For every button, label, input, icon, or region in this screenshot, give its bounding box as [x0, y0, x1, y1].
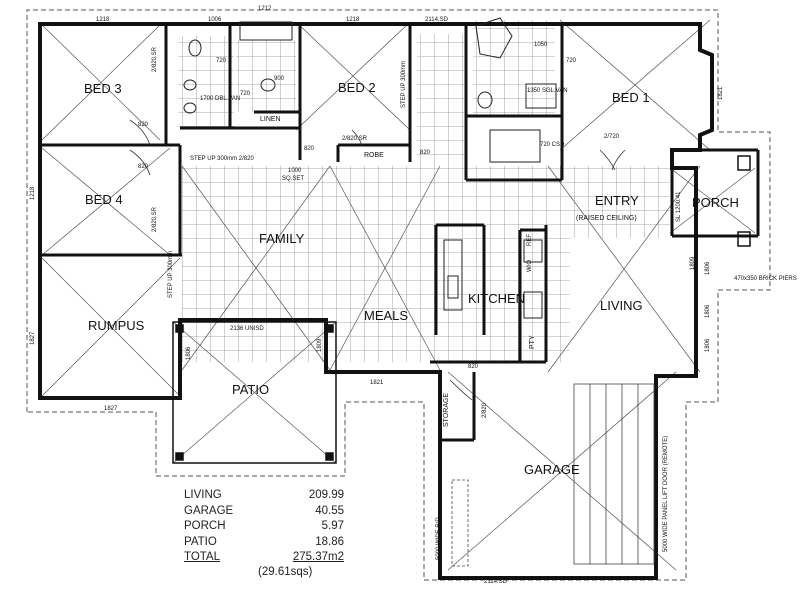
dim-side-1827: 1827: [30, 331, 36, 345]
area-total-row: TOTAL 275.37m2: [184, 550, 344, 566]
dimension-labels: 1218 1006 1212 1218 2114.SD 1218 1827 18…: [30, 6, 724, 585]
area-value: 209.99: [308, 489, 344, 501]
dim-top-1218-mid: 1218: [346, 17, 360, 23]
entry-note: (RAISED CEILING): [576, 215, 637, 222]
area-label: PATIO: [184, 535, 217, 548]
note-820-b: 820: [138, 164, 149, 170]
storage-label: STORAGE: [443, 393, 450, 427]
area-label: PORCH: [184, 520, 226, 532]
dim-patio-1809: 1809: [317, 338, 323, 352]
dim-bed1-1821: 1821: [718, 86, 724, 100]
rumpus-label: RUMPUS: [88, 318, 145, 333]
dim-sq-1000: 1000: [288, 168, 302, 174]
bed4-label: BED 4: [85, 192, 123, 207]
note-1050: 1050: [534, 42, 548, 48]
garage-door-panels: [451, 383, 655, 567]
area-label: LIVING: [184, 489, 222, 501]
note-porch-door: SL 1200.41: [676, 191, 682, 222]
door-swings: [129, 119, 626, 401]
family-label: FAMILY: [259, 231, 305, 246]
note-wo: W/O: [527, 260, 533, 272]
linen-label: LINEN: [260, 116, 281, 123]
robe-label: ROBE: [364, 152, 384, 159]
pty-label: PTY: [529, 335, 536, 349]
dim-meals-1821: 1821: [370, 380, 384, 386]
brick-piers: [737, 155, 751, 247]
note-820-c: 820: [304, 146, 315, 152]
room-labels: BED 3 BED 2 BED 1 BED 4 FAMILY RUMPUS ME…: [84, 80, 739, 477]
note-brick-piers: 470x350 BRICK PIERS: [734, 276, 797, 282]
dim-top-1218-left: 1218: [96, 17, 110, 23]
porch-label: PORCH: [692, 195, 739, 210]
note-ref: REF: [527, 234, 533, 246]
dim-top-1006: 1006: [208, 17, 222, 23]
tiled-floor: [178, 20, 670, 362]
area-squares: (29.61sqs): [258, 566, 313, 578]
meals-label: MEALS: [364, 308, 408, 323]
bed3-label: BED 3: [84, 81, 122, 96]
note-garage-door: 5000 WIDE PANEL LIFT DOOR (REMOTE): [663, 436, 669, 552]
walls: [38, 22, 714, 580]
note-sgl-van: 1350 SGL.VAN: [527, 88, 568, 94]
roof-eave-outline: [26, 9, 771, 581]
dim-top-2114: 2114.SD: [425, 17, 449, 23]
dim-living-1806a: 1806: [705, 261, 711, 275]
note-bed4-door: 2/820.SR: [152, 206, 158, 232]
note-bed2-door: 2/820.SR: [342, 136, 368, 142]
dim-top-1212: 1212: [258, 6, 272, 12]
note-720-c: 720: [566, 58, 577, 64]
kitchen-appliances: [443, 239, 543, 319]
dim-side-1218: 1218: [30, 186, 36, 200]
area-value: 40.55: [315, 504, 344, 517]
area-schedule: LIVING 209.99 GARAGE 40.55 PORCH 5.97 PA…: [184, 488, 344, 578]
entry-label: ENTRY: [595, 193, 639, 208]
note-storage-door: 2/820: [482, 402, 488, 418]
note-bed3-door: 2/820.SR: [152, 46, 158, 72]
note-garage-side: 5000 WIDE R/D: [436, 517, 442, 560]
bed1-label: BED 1: [612, 90, 650, 105]
note-720-csd: 720 CSD: [540, 142, 565, 148]
dim-patio-2136: 2136 UNISD: [230, 326, 264, 332]
dim-sq-set: SQ.SET: [282, 176, 304, 182]
note-bed1-door: 2/720: [604, 134, 620, 140]
kitchen-label: KITCHEN: [468, 291, 525, 306]
garage-label: GARAGE: [524, 462, 580, 477]
patio-outline: [172, 321, 337, 464]
note-dbl-van: 1700 DBL.VAN: [200, 96, 240, 102]
dim-living-1809: 1809: [690, 256, 696, 270]
bathroom-fixtures: [183, 17, 557, 163]
area-value: 18.86: [315, 535, 344, 548]
door-notes: 2/820.SR 2/820.SR 2/820.SR 2/720 820 820…: [138, 42, 797, 560]
dim-garage-2114: 2114.SD: [484, 579, 508, 585]
living-label: LIVING: [600, 298, 643, 313]
note-820-d: 820: [420, 150, 431, 156]
area-row: LIVING 209.99: [184, 488, 344, 504]
note-820-a: 820: [138, 122, 149, 128]
area-total-value: 275.37m2: [292, 551, 344, 563]
area-row: PORCH 5.97: [184, 519, 344, 535]
area-row: PATIO 18.86: [184, 535, 344, 551]
interior-walls: [40, 24, 760, 442]
note-720-b: 720: [240, 91, 251, 97]
dim-bottom-1827: 1827: [104, 406, 118, 412]
note-step-up-1: STEP UP 300mm: [401, 61, 407, 108]
note-step-up-2: STEP UP 300mm 2/820: [190, 156, 254, 162]
dim-living-1806c: 1806: [705, 338, 711, 352]
bed2-label: BED 2: [338, 80, 376, 95]
area-total-label: TOTAL: [184, 551, 220, 563]
dim-patio-1806: 1806: [186, 346, 192, 360]
area-value: 5.97: [321, 520, 344, 532]
area-label: GARAGE: [184, 504, 234, 517]
area-row: GARAGE 40.55: [184, 504, 344, 520]
note-step-up-3: STEP UP 300mm: [168, 251, 174, 298]
note-820-e: 820: [468, 364, 479, 370]
dim-living-1806b: 1806: [705, 304, 711, 318]
note-900: 900: [274, 76, 285, 82]
room-diagonals: [41, 19, 756, 571]
note-720-a: 720: [216, 58, 227, 64]
patio-label: PATIO: [232, 382, 269, 397]
